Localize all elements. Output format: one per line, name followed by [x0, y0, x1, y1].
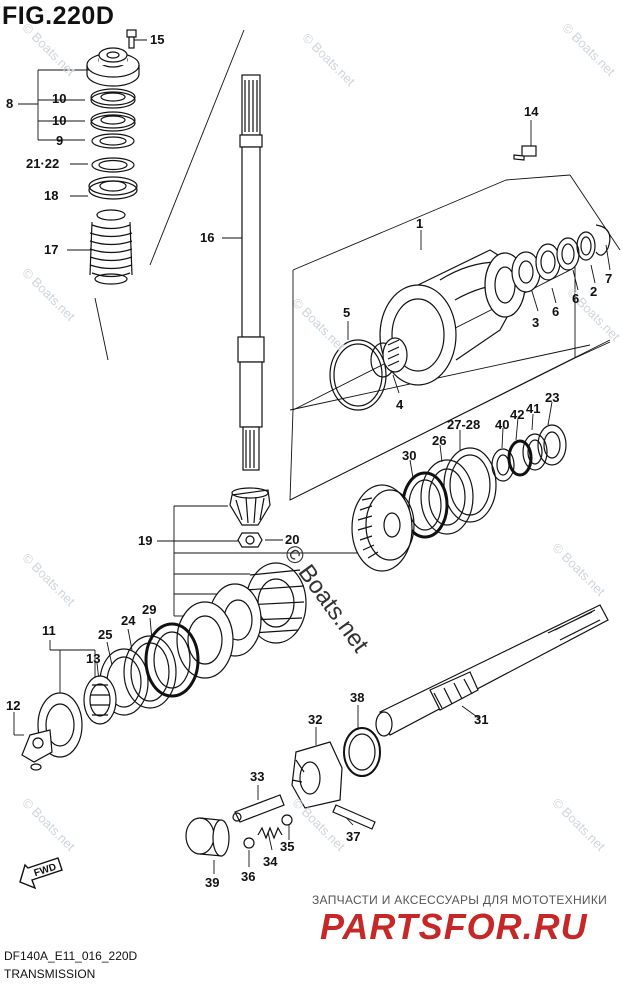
- shim-24: [123, 635, 177, 709]
- callout-38: 38: [350, 690, 365, 705]
- callout-27-28: 27-28: [447, 417, 481, 432]
- pin-33: [232, 794, 285, 823]
- callout-41: 41: [526, 401, 541, 416]
- seals-stack: [88, 88, 138, 200]
- circlip-7: [595, 224, 611, 256]
- callout-19: 19: [138, 533, 153, 548]
- drive-shaft-16: [237, 74, 265, 471]
- needle-bearing-13: [83, 675, 117, 725]
- callout-30: 30: [402, 448, 417, 463]
- forward-gear-housing-11-12: [21, 692, 83, 771]
- callout-34: 34: [263, 854, 278, 869]
- callout-2: 2: [590, 284, 598, 299]
- callout-36: 36: [241, 869, 256, 884]
- needle-bearing-4: [370, 337, 408, 378]
- bearing-outer: [176, 601, 234, 679]
- callout-14: 14: [524, 104, 539, 119]
- shim-23: [537, 424, 567, 466]
- callout-33: 33: [250, 769, 265, 784]
- callout-6: 6: [572, 291, 580, 306]
- callout-21-22: 21·22: [26, 156, 60, 171]
- callout-5: 5: [343, 305, 351, 320]
- section-title: TRANSMISSION: [4, 967, 96, 981]
- bolt-15: [126, 29, 137, 49]
- callout-9: 9: [56, 133, 64, 148]
- shim-41: [522, 433, 548, 471]
- oil-seal-housing-8: [86, 47, 140, 87]
- callout-6: 6: [552, 304, 560, 319]
- push-ring-38: [343, 727, 381, 777]
- model-code: DF140A_E11_016_220D: [4, 949, 138, 963]
- bevel-gear-reverse: [351, 484, 415, 572]
- callout-39: 39: [205, 875, 220, 890]
- callout-42: 42: [510, 407, 525, 422]
- pinion-gear-19: [229, 487, 271, 526]
- shim-42: [507, 439, 533, 477]
- callout-13: 13: [86, 651, 101, 666]
- bearing-3: [511, 251, 541, 293]
- callout-15: 15: [150, 32, 165, 47]
- spring-34: [257, 826, 283, 840]
- callout-35: 35: [280, 839, 295, 854]
- ball-35: [281, 814, 293, 826]
- callout-40: 40: [495, 417, 510, 432]
- fwd-arrow-icon: [19, 857, 63, 890]
- shim-6: [535, 237, 580, 281]
- callout-3: 3: [532, 315, 540, 330]
- nut-20: [237, 532, 263, 548]
- callout-10: 10: [52, 113, 67, 128]
- callout-31: 31: [474, 712, 489, 727]
- callout-8: 8: [6, 96, 14, 111]
- callout-10: 10: [52, 91, 67, 106]
- callout-1: 1: [416, 216, 424, 231]
- callout-25: 25: [98, 627, 113, 642]
- washer-2: [576, 231, 596, 261]
- o-ring-5: [329, 339, 387, 411]
- needle-bearing-29: [144, 622, 200, 698]
- callout-16: 16: [200, 230, 215, 245]
- callout-7: 7: [605, 271, 613, 286]
- callout-12: 12: [6, 698, 21, 713]
- callout-20: 20: [285, 532, 300, 547]
- brand-subtitle: ЗАПЧАСТИ И АКСЕССУАРЫ ДЛЯ МОТОТЕХНИКИ: [312, 893, 608, 907]
- thrust-washer-26: [420, 459, 474, 535]
- callout-32: 32: [308, 712, 323, 727]
- callout-17: 17: [44, 242, 59, 257]
- bellows-17: [89, 209, 133, 285]
- shim-27-28: [443, 447, 497, 523]
- callout-11: 11: [42, 623, 56, 638]
- ball-36: [243, 837, 255, 849]
- callout-24: 24: [121, 613, 136, 628]
- brand-logo: PARTSFOR.RU: [320, 906, 588, 947]
- callout-37: 37: [346, 829, 361, 844]
- callout-29: 29: [142, 602, 157, 617]
- cross-pin-37: [332, 804, 376, 830]
- propeller-shaft-31: [375, 604, 609, 737]
- bolt-14: [513, 145, 537, 161]
- sleeve-39: [185, 817, 230, 857]
- clutch-dog-32: [291, 741, 343, 809]
- callout-18: 18: [44, 188, 59, 203]
- callout-26: 26: [432, 433, 447, 448]
- figure-title: FIG.220D: [2, 2, 115, 30]
- callout-23: 23: [545, 390, 560, 405]
- callout-4: 4: [396, 397, 404, 412]
